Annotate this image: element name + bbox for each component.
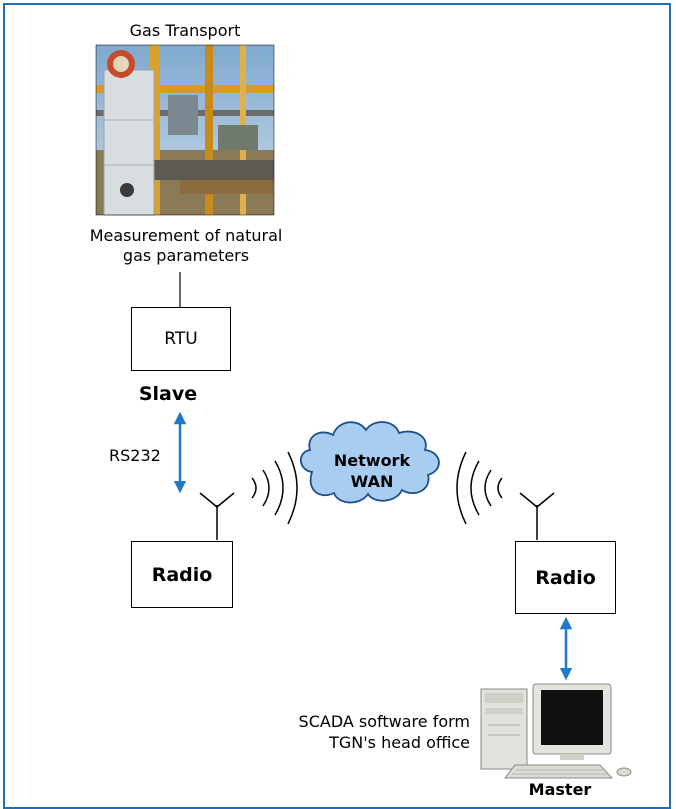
- master-computer-icon: [480, 683, 632, 779]
- master-radio-waves: [456, 451, 503, 525]
- slave-label: Slave: [138, 383, 198, 405]
- master-radio-box: Radio: [515, 541, 616, 614]
- slave-antenna-icon: [199, 492, 235, 540]
- rtu-box: RTU: [131, 307, 231, 371]
- scada-software-label: SCADA software form TGN's head office: [220, 711, 470, 753]
- network-label: Network WAN: [310, 450, 434, 492]
- network-label-line2: WAN: [350, 472, 394, 491]
- rs232-label: RS232: [109, 446, 161, 465]
- gas-transport-photo: [95, 44, 275, 216]
- measurement-description-line1: Measurement of natural: [89, 226, 283, 245]
- master-label: Master: [528, 780, 592, 799]
- scada-software-line1: SCADA software form: [298, 712, 470, 731]
- photo-caption: Gas Transport: [129, 21, 241, 40]
- slave-radio-box: Radio: [131, 541, 233, 608]
- slave-radio-waves: [251, 451, 298, 525]
- slave-radio-label: Radio: [151, 563, 213, 586]
- measurement-description: Measurement of natural gas parameters: [56, 226, 316, 266]
- network-label-line1: Network: [333, 451, 411, 470]
- measurement-description-line2: gas parameters: [122, 246, 250, 265]
- master-radio-label: Radio: [535, 566, 596, 589]
- master-antenna-icon: [519, 492, 555, 540]
- network-cloud-icon: [299, 421, 440, 504]
- rtu-label: RTU: [164, 329, 198, 349]
- scada-software-line2: TGN's head office: [329, 733, 470, 752]
